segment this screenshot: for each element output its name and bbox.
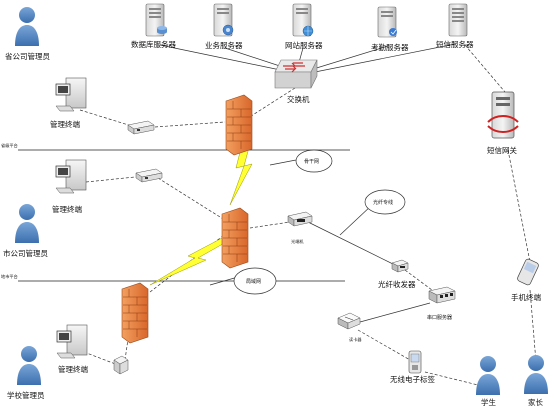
lan-lightning: [149, 236, 229, 286]
optical-modem-icon: [287, 211, 313, 227]
card-reader-label: 读卡器: [349, 336, 362, 343]
rfid-tag-icon: [408, 350, 422, 374]
school-terminal-modem-icon: [113, 355, 129, 375]
attendance-server-icon: [377, 6, 397, 38]
firewall-top-icon: [225, 94, 253, 156]
connection-lines: [79, 43, 537, 386]
sms-server-label: 短信服务器: [436, 39, 474, 49]
school-terminal-computer-icon: [56, 324, 88, 359]
city-admin-label: 市公司管理员: [3, 248, 48, 258]
fiber-transceiver-icon: [391, 259, 409, 273]
svg-text:局域网: 局域网: [246, 278, 261, 285]
card-reader-icon: [337, 312, 361, 330]
svg-text:光纤专线: 光纤专线: [373, 199, 393, 206]
platform-separators: [18, 149, 350, 282]
student-label: 学生: [481, 397, 496, 407]
db-server-label: 数据库服务器: [131, 39, 176, 49]
school-admin-person-icon: [17, 346, 41, 385]
serial-server-icon: [428, 286, 456, 304]
backbone-bubble: 骨干网: [295, 149, 333, 173]
app-server-label: 业务服务器: [205, 40, 243, 50]
switch-label: 交换机: [287, 94, 310, 104]
parent-label: 家长: [528, 397, 543, 407]
firewall-bottom-icon: [121, 282, 149, 344]
sms-gateway-label: 短信网关: [487, 145, 517, 155]
mobile-phone-icon: [517, 258, 539, 286]
province-terminal-label: 管理终端: [50, 119, 80, 129]
sms-server-icon: [448, 3, 468, 37]
firewall-middle-icon: [221, 207, 249, 269]
province-terminal-modem-icon: [127, 120, 155, 135]
db-server-icon: [145, 3, 167, 37]
province-admin-label: 省公司管理员: [5, 51, 50, 61]
city-platform-label: 地市平台: [1, 273, 18, 280]
web-server-label: 网站服务器: [285, 40, 323, 50]
switch-icon: [274, 59, 318, 89]
web-server-icon: [292, 3, 314, 37]
city-admin-person-icon: [15, 204, 39, 243]
fiber-transceiver-label: 光纤收发器: [378, 279, 416, 289]
rfid-tag-label: 无线电子标签: [390, 374, 435, 384]
sms-gateway-icon: [487, 91, 519, 139]
fiber-line-bubble: 光纤专线: [364, 189, 406, 215]
province-platform-label: 省级平台: [1, 142, 18, 149]
student-person-icon: [476, 356, 500, 395]
city-terminal-computer-icon: [55, 159, 87, 194]
serial-server-label: 串口服务器: [427, 314, 452, 321]
school-admin-label: 学校管理员: [7, 390, 45, 400]
attendance-server-label: 考勤服务器: [371, 42, 409, 52]
svg-text:骨干网: 骨干网: [304, 159, 319, 165]
province-terminal-computer-icon: [55, 77, 87, 112]
mobile-terminal-label: 手机终端: [511, 292, 541, 302]
lan-bubble: 局域网: [233, 267, 277, 295]
province-admin-person-icon: [15, 7, 39, 46]
city-terminal-label: 管理终端: [52, 204, 82, 214]
parent-person-icon: [524, 355, 548, 394]
app-server-icon: [213, 3, 234, 37]
school-terminal-label: 管理终端: [58, 364, 88, 374]
city-terminal-modem-icon: [135, 168, 163, 183]
optical-modem-label: 光端机: [291, 238, 304, 245]
